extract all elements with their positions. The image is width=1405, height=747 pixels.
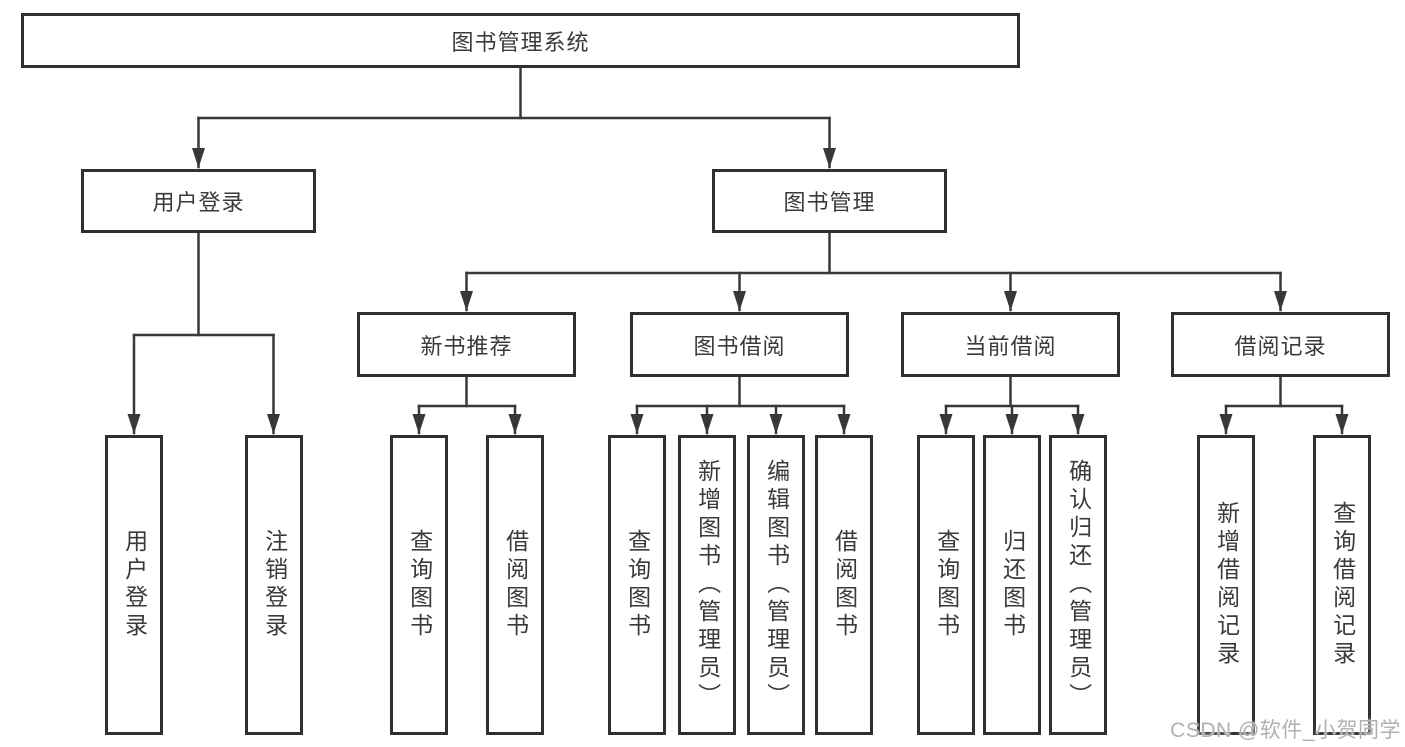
node-root: 图书管理系统	[21, 13, 1020, 68]
node-label: 归还图书	[999, 529, 1026, 641]
node-label: 用户登录	[152, 190, 245, 215]
node-label: 查询图书	[624, 529, 651, 641]
node-label: 用户登录	[121, 529, 148, 641]
leaf-query-books-recommend: 查询图书	[390, 435, 448, 735]
leaf-query-books-borrow: 查询图书	[608, 435, 666, 735]
node-label: 借阅图书	[831, 529, 858, 641]
node-label: 编辑图书（管理员）	[763, 459, 790, 711]
node-new-book-recommend: 新书推荐	[357, 312, 576, 377]
leaf-borrow-books: 借阅图书	[815, 435, 873, 735]
node-borrow-records: 借阅记录	[1171, 312, 1390, 377]
leaf-borrow-books-recommend: 借阅图书	[486, 435, 544, 735]
leaf-query-books-current: 查询图书	[917, 435, 975, 735]
csdn-watermark: CSDN @软件_小贺同学	[1170, 719, 1401, 742]
node-label: 图书借阅	[693, 333, 786, 359]
node-label: 图书管理	[783, 190, 876, 215]
node-label: 注销登录	[261, 529, 288, 641]
leaf-edit-book-admin: 编辑图书（管理员）	[747, 435, 805, 735]
node-label: 新增图书（管理员）	[694, 459, 721, 711]
leaf-add-book-admin: 新增图书（管理员）	[678, 435, 736, 735]
leaf-logout: 注销登录	[245, 435, 303, 735]
node-label: 借阅记录	[1234, 333, 1327, 359]
node-label: 查询图书	[933, 529, 960, 641]
node-label: 新书推荐	[420, 333, 513, 359]
node-label: 当前借阅	[964, 333, 1057, 359]
node-user-login: 用户登录	[81, 169, 316, 233]
leaf-add-borrow-record: 新增借阅记录	[1197, 435, 1255, 735]
node-label: 借阅图书	[502, 529, 529, 641]
leaf-query-borrow-record: 查询借阅记录	[1313, 435, 1371, 735]
leaf-return-book: 归还图书	[983, 435, 1041, 735]
node-label: 新增借阅记录	[1213, 501, 1240, 669]
node-book-borrow: 图书借阅	[630, 312, 849, 377]
leaf-user-login: 用户登录	[105, 435, 163, 735]
leaf-confirm-return-admin: 确认归还（管理员）	[1049, 435, 1107, 735]
node-label: 图书管理系统	[451, 29, 590, 55]
node-label: 查询借阅记录	[1329, 501, 1356, 669]
node-label: 确认归还（管理员）	[1065, 459, 1092, 711]
node-current-borrow: 当前借阅	[901, 312, 1120, 377]
node-book-management: 图书管理	[712, 169, 947, 233]
node-label: 查询图书	[406, 529, 433, 641]
